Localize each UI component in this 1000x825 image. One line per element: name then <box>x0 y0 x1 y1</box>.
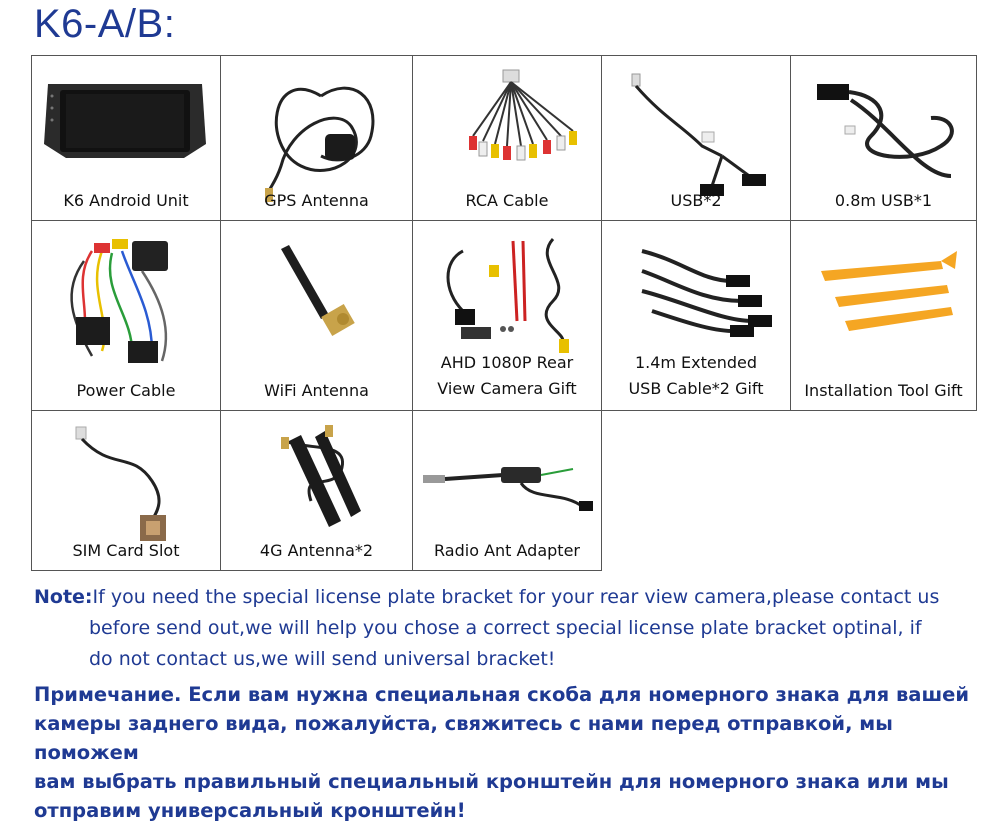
pry-tool-icon <box>821 251 957 331</box>
note-line2: before send out,we will help you chose a… <box>89 617 922 639</box>
item-label-line2: USB Cable*2 Gift <box>628 379 764 398</box>
item-label: WiFi Antenna <box>264 381 369 400</box>
note-text-line1: If you need the special license plate br… <box>92 586 940 608</box>
english-note: Note:If you need the special license pla… <box>34 582 984 675</box>
item-label: AHD 1080P Rear View Camera Gift <box>413 350 601 402</box>
russian-note: Примечание. Если вам нужна специальная с… <box>34 680 994 825</box>
note-line1: Note:If you need the special license pla… <box>34 582 984 613</box>
item-label: 4G Antenna*2 <box>259 541 374 560</box>
item-label-line2: View Camera Gift <box>437 379 577 398</box>
note-label: Note: <box>34 586 93 608</box>
rca-cable-icon <box>469 69 577 161</box>
item-cell-short-usb: 0.8m USB*1 <box>790 55 977 221</box>
package-contents-grid: K6 Android Unit GPS Antenna RCA Cable <box>31 55 977 571</box>
power-cable-icon <box>70 239 168 363</box>
item-cell-sim-card-slot: SIM Card Slot <box>31 410 221 571</box>
item-label: K6 Android Unit <box>63 191 189 210</box>
item-label: Power Cable <box>76 381 176 400</box>
android-unit-icon <box>44 84 206 158</box>
ru-note-line1: Примечание. Если вам нужна специальная с… <box>34 683 970 706</box>
item-label: Radio Ant Adapter <box>434 541 580 560</box>
extended-usb-cable-icon <box>641 249 772 337</box>
item-cell-radio-adapter: Radio Ant Adapter <box>412 410 602 571</box>
item-cell-power-cable: Power Cable <box>31 220 221 411</box>
usb-cable-icon <box>631 73 766 196</box>
item-cell-wifi-antenna: WiFi Antenna <box>220 220 413 411</box>
note-line3: do not contact us,we will send universal… <box>89 648 556 670</box>
radio-adapter-icon <box>423 467 593 511</box>
item-label: GPS Antenna <box>264 191 369 210</box>
item-cell-usb: USB*2 <box>601 55 791 221</box>
item-cell-android-unit: K6 Android Unit <box>31 55 221 221</box>
item-label: SIM Card Slot <box>72 541 180 560</box>
item-label: USB*2 <box>670 191 722 210</box>
rear-camera-icon <box>446 237 569 353</box>
wifi-antenna-icon <box>281 245 355 337</box>
item-cell-installation-tool: Installation Tool Gift <box>790 220 977 411</box>
item-label: RCA Cable <box>465 191 549 210</box>
4g-antenna-icon <box>281 425 361 527</box>
ru-note-line3: вам выбрать правильный специальный кронш… <box>34 770 949 793</box>
item-cell-rca-cable: RCA Cable <box>412 55 602 221</box>
item-label: Installation Tool Gift <box>804 381 963 400</box>
ru-note-line4: отправим универсальный кронштейн! <box>34 799 466 822</box>
item-cell-gps-antenna: GPS Antenna <box>220 55 413 221</box>
gps-antenna-icon <box>265 86 375 202</box>
item-label-line1: AHD 1080P Rear <box>440 353 574 372</box>
ru-note-line2: камеры заднего вида, пожалуйста, свяжите… <box>34 712 893 764</box>
sim-slot-cable-icon <box>75 426 166 541</box>
item-cell-rear-camera: AHD 1080P Rear View Camera Gift <box>412 220 602 411</box>
item-label: 1.4m Extended USB Cable*2 Gift <box>602 350 790 402</box>
item-cell-extended-usb: 1.4m Extended USB Cable*2 Gift <box>601 220 791 411</box>
usb-cable-short-icon <box>817 84 954 178</box>
item-cell-4g-antenna: 4G Antenna*2 <box>220 410 413 571</box>
page-title: K6-A/B: <box>34 2 176 46</box>
item-label: 0.8m USB*1 <box>834 191 933 210</box>
item-label-line1: 1.4m Extended <box>634 353 758 372</box>
